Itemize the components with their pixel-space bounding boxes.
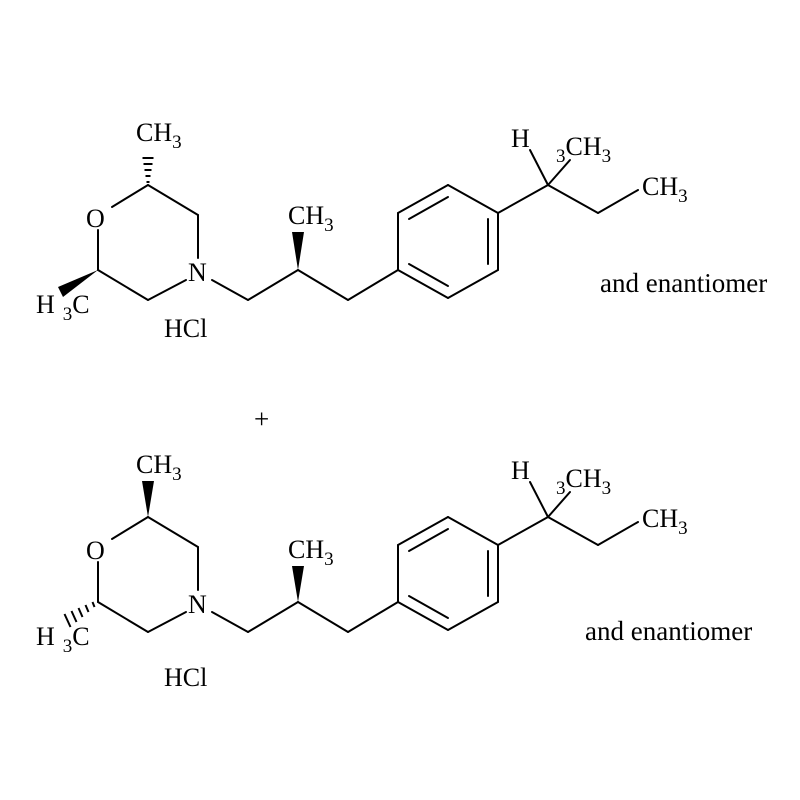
ring-bond [147, 279, 187, 301]
butyl-bond [497, 516, 549, 546]
ring-bond [147, 611, 187, 633]
benzene-bond [447, 601, 499, 631]
chain-ch3-label: CH3 [288, 201, 334, 236]
chain-bond [347, 269, 399, 301]
benzene-bond [397, 184, 449, 214]
butyl-bond [547, 516, 599, 546]
butyl-bond [597, 189, 639, 214]
ring-bond [111, 184, 149, 208]
butyl-3ch3-label: 3CH3 [556, 464, 611, 499]
chain-bond [297, 601, 349, 633]
chain-bond [247, 269, 299, 301]
benzene-bond [447, 269, 499, 299]
butyl-3ch3-label: 3CH3 [556, 132, 611, 167]
chain-bond [297, 269, 349, 301]
ring-bond [97, 269, 149, 301]
ring-bond [147, 516, 199, 548]
nitrogen-label: N [188, 590, 207, 619]
butyl-ch3-label: CH3 [642, 172, 688, 207]
salt-label: HCl [164, 663, 207, 692]
ring-bond [97, 601, 149, 633]
salt-label: HCl [164, 314, 207, 343]
butyl-bond [529, 149, 549, 186]
wedge-bond [292, 566, 304, 602]
oxygen-label: O [86, 536, 105, 565]
plus-sign: + [254, 404, 269, 434]
benzene-bond [397, 269, 449, 299]
benzene-inner-bond [408, 595, 449, 619]
benzene-inner-bond [408, 528, 449, 552]
butyl-bond [547, 491, 571, 518]
ring-ch3-label: CH3 [136, 118, 182, 153]
butyl-bond [529, 481, 549, 518]
ring-bond [111, 516, 149, 540]
butyl-h-label: H [511, 456, 530, 485]
butyl-bond [547, 159, 571, 186]
ring-bond [147, 184, 199, 216]
chain-bond [211, 279, 249, 301]
nitrogen-label: N [188, 258, 207, 287]
benzene-bond [397, 601, 449, 631]
butyl-bond [597, 521, 639, 546]
benzene-bond [447, 184, 499, 214]
ring-ch3-label: CH3 [136, 450, 182, 485]
benzene-bond [397, 516, 449, 546]
hashed-bond [63, 601, 96, 628]
butyl-bond [547, 184, 599, 214]
wedge-bond [292, 232, 304, 270]
chain-bond [211, 611, 249, 633]
chain-ch3-label: CH3 [288, 535, 334, 570]
butyl-ch3-label: CH3 [642, 504, 688, 539]
oxygen-label: O [86, 204, 105, 233]
wedge-bond [142, 481, 154, 517]
enantiomer-note: and enantiomer [600, 268, 767, 298]
chain-bond [247, 601, 299, 633]
hashed-bond [142, 157, 154, 183]
benzene-inner-bond [408, 196, 449, 220]
chain-bond [347, 601, 399, 633]
enantiomer-note: and enantiomer [585, 616, 752, 646]
butyl-h-label: H [511, 124, 530, 153]
wedge-bond [58, 270, 98, 297]
benzene-bond [447, 516, 499, 546]
benzene-inner-bond [408, 263, 449, 287]
butyl-bond [497, 184, 549, 214]
